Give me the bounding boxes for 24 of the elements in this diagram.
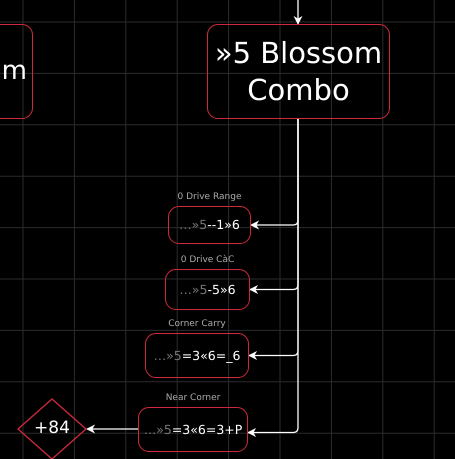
prefix-text: …»5 [154, 348, 182, 363]
arrow [86, 424, 138, 434]
node-label: »5 Blossom Combo [214, 35, 384, 108]
decision-diamond [17, 398, 87, 459]
arrow [294, 0, 302, 25]
arrow [247, 119, 299, 437]
node-caption: Corner Carry [167, 319, 227, 329]
node-caption: Near Corner [164, 393, 222, 403]
process-box [145, 333, 249, 378]
process-box [168, 206, 251, 244]
process-box [207, 24, 390, 119]
node-caption: 0 Drive Range [176, 192, 242, 202]
process-box [138, 407, 248, 452]
prefix-text: …»5 [144, 422, 172, 437]
node-label: +84 [34, 418, 70, 440]
notation-text: =3«6=3+P [172, 422, 242, 437]
prefix-text: …»5 [179, 282, 208, 297]
prefix-text: …»5 [179, 217, 208, 232]
notation-text: --1»6 [207, 217, 240, 232]
node-caption: 0 Drive CàC [180, 255, 236, 265]
node-label: m [2, 55, 27, 88]
process-box [165, 269, 250, 310]
notation-text: -5»6 [208, 282, 236, 297]
notation-text: =3«6=_6 [182, 348, 240, 363]
